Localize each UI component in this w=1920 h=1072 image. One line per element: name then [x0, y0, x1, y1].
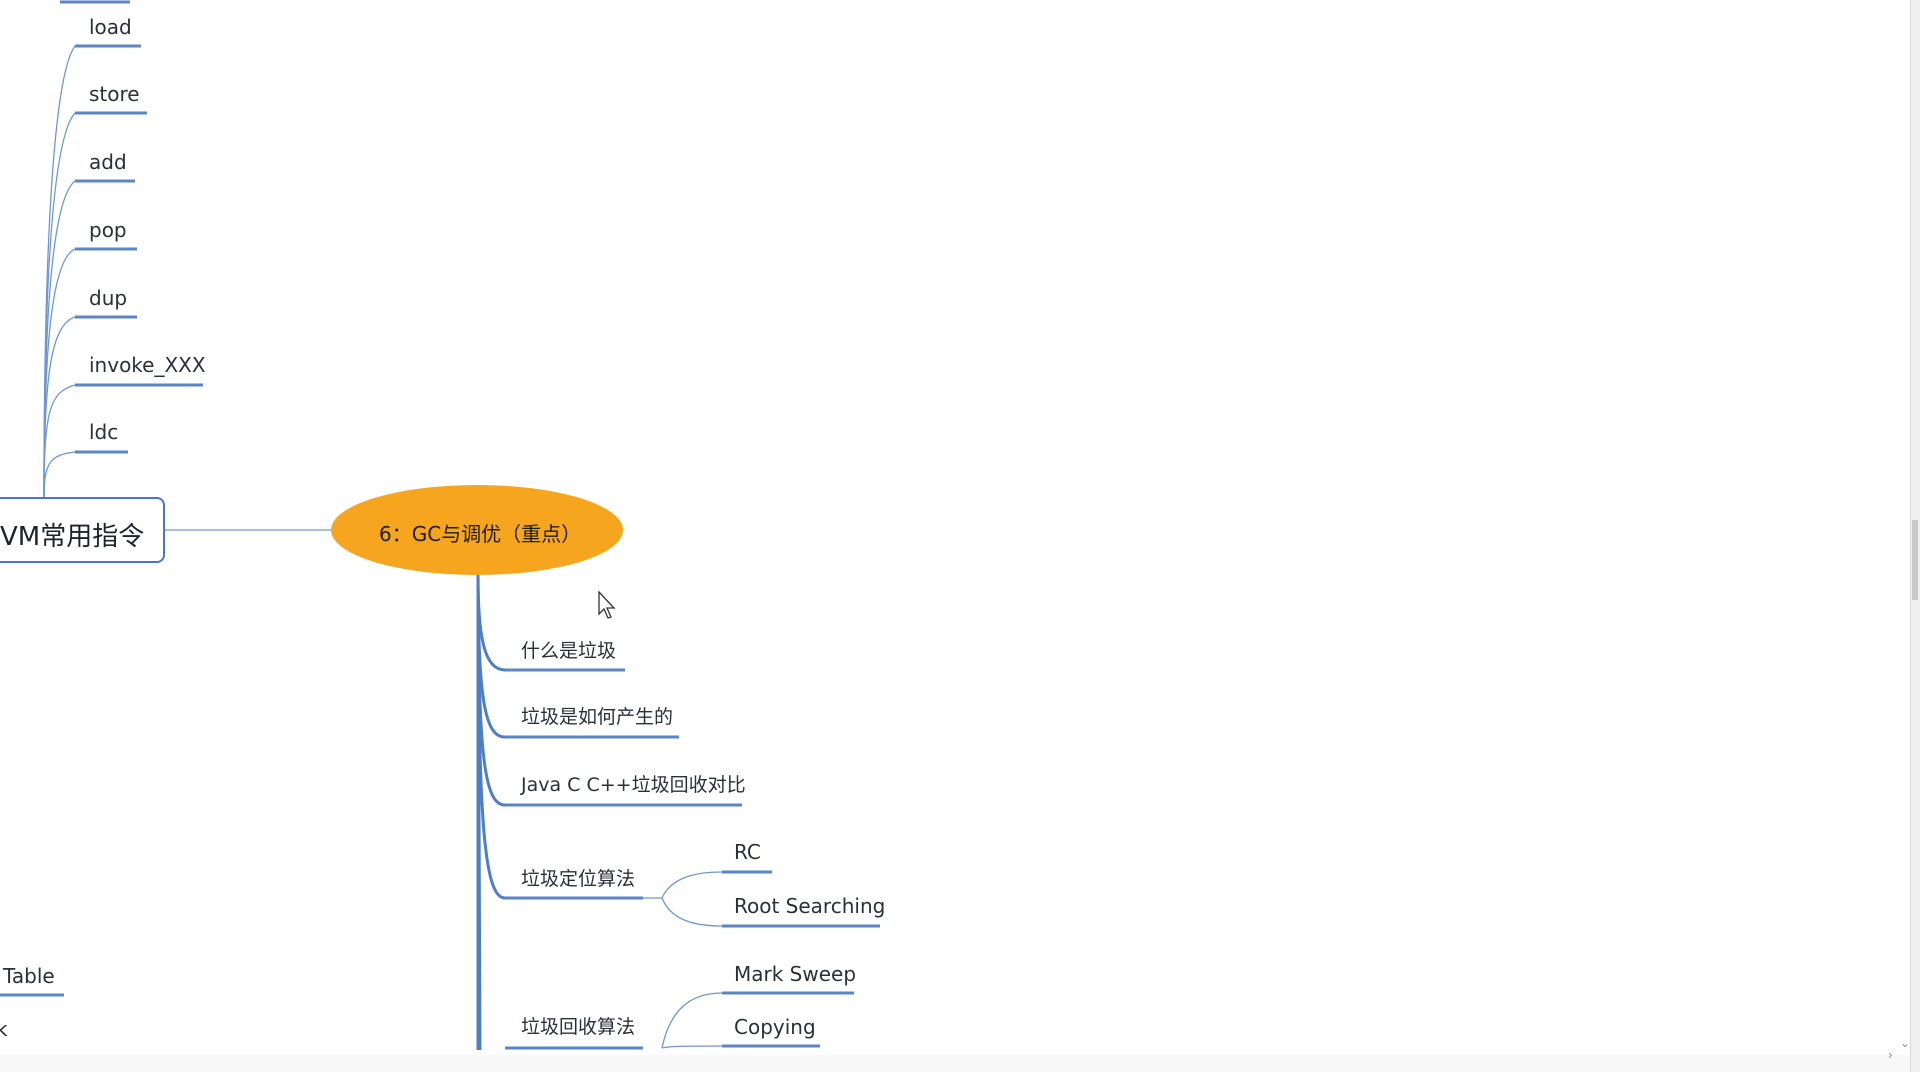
collect-item-copying[interactable]: Copying	[734, 1015, 816, 1039]
bottom-left-item-k[interactable]: k	[0, 1017, 8, 1041]
gc-item-how-generated[interactable]: 垃圾是如何产生的	[521, 706, 674, 728]
mouse-cursor-icon	[598, 590, 616, 619]
vertical-scrollbar-thumb[interactable]	[1912, 520, 1918, 600]
left-branch-item-dup[interactable]: dup	[89, 286, 128, 310]
gc-item-what-is-garbage[interactable]: 什么是垃圾	[521, 640, 617, 662]
gc-item-compare[interactable]: Java C C++垃圾回收对比	[521, 774, 746, 796]
left-branch-item-add[interactable]: add	[89, 150, 127, 174]
left-branch-underlines	[75, 44, 203, 454]
gc-underlines	[505, 668, 742, 1050]
collect-curves	[661, 992, 723, 1049]
locate-item-root-searching[interactable]: Root Searching	[734, 894, 886, 918]
topic-node[interactable]	[0, 497, 165, 563]
bottom-left-item-table[interactable]: Table	[3, 964, 55, 988]
center-node-label: 6：GC与调优（重点）	[379, 522, 582, 546]
gc-item-locate-algorithm[interactable]: 垃圾定位算法	[521, 868, 636, 890]
horizontal-scrollbar[interactable]	[0, 1055, 1910, 1072]
gc-branch-curves	[476, 574, 506, 1051]
gc-item-collect-algorithm[interactable]: 垃圾回收算法	[521, 1016, 636, 1038]
scroll-down-icon[interactable]: ⌄	[1900, 1036, 1911, 1050]
left-branch-item-load[interactable]: load	[89, 15, 132, 39]
topic-node-label: VM常用指令	[0, 522, 145, 552]
locate-item-rc[interactable]: RC	[734, 840, 761, 864]
left-branch-item-ldc[interactable]: ldc	[89, 420, 119, 444]
left-branch-item-invoke[interactable]: invoke_XXX	[89, 353, 206, 377]
collect-item-mark-sweep[interactable]: Mark Sweep	[734, 962, 857, 986]
scroll-right-icon[interactable]: ›	[1888, 1048, 1893, 1062]
left-branch-item-pop[interactable]: pop	[89, 218, 127, 242]
left-branch-item-store[interactable]: store	[89, 82, 140, 106]
left-branch-curves	[43, 45, 76, 498]
locate-curves	[643, 871, 723, 927]
center-node[interactable]	[331, 485, 623, 575]
